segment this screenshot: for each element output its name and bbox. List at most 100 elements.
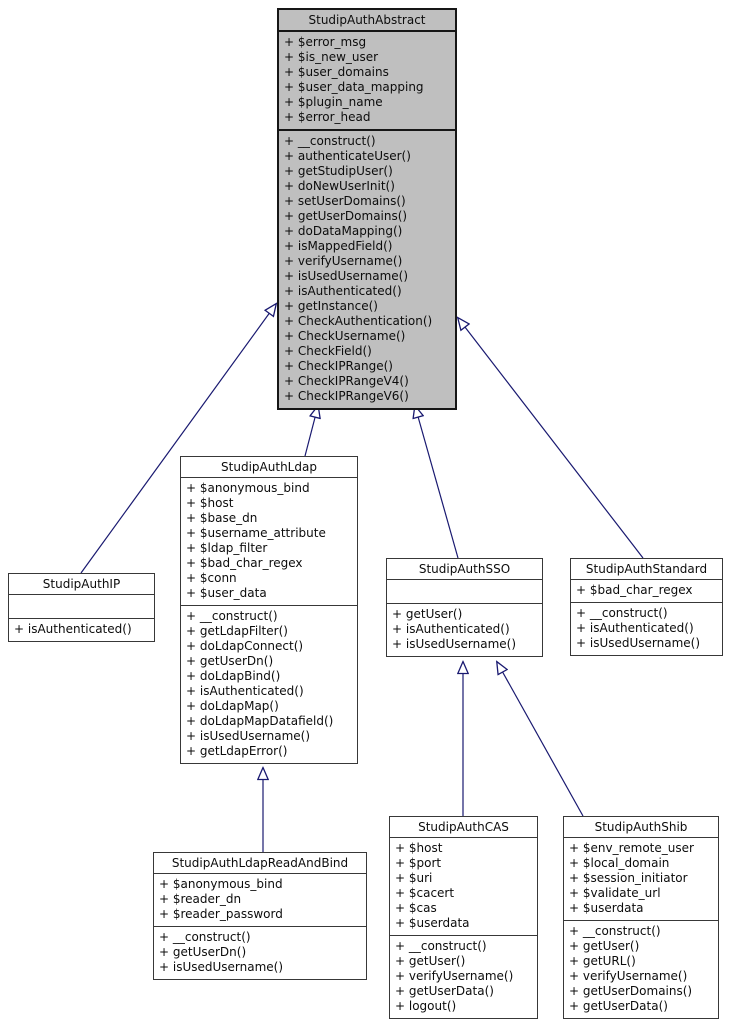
member-row: + $user_data: [186, 586, 267, 600]
member-row: + __construct(): [186, 609, 278, 623]
inheritance-arrow-shib-to-sso: [497, 662, 584, 817]
member-row: + getLdapError(): [186, 744, 288, 758]
member-row: + CheckIPRange(): [284, 359, 393, 373]
member-row: + isAuthenticated(): [284, 284, 402, 298]
member-row: + CheckIPRangeV6(): [284, 389, 409, 403]
member-row: + logout(): [395, 999, 457, 1013]
member-row: + __construct(): [569, 924, 661, 938]
member-row: + getInstance(): [284, 299, 378, 313]
class-box-studipauthabstract[interactable]: StudipAuthAbstract + $error_msg+ $is_new…: [277, 8, 457, 410]
attributes-section: + $error_msg+ $is_new_user+ $user_domain…: [279, 30, 455, 129]
member-row: + isUsedUsername(): [392, 637, 517, 651]
class-box-studipauthcas[interactable]: StudipAuthCAS + $host+ $port+ $uri+ $cac…: [389, 816, 538, 1019]
methods-section: + __construct()+ getUser()+ verifyUserna…: [390, 935, 537, 1018]
member-row: + doDataMapping(): [284, 224, 403, 238]
methods-section: + __construct()+ isAuthenticated()+ isUs…: [571, 602, 722, 655]
member-row: + getStudipUser(): [284, 164, 393, 178]
member-row: + CheckAuthentication(): [284, 314, 433, 328]
member-row: + $local_domain: [569, 856, 670, 870]
member-row: + $user_data_mapping: [284, 80, 424, 94]
class-title: StudipAuthLdapReadAndBind: [171, 856, 349, 870]
inheritance-arrow-standard-to-abstract: [458, 318, 644, 559]
member-row: + getUser(): [569, 939, 640, 953]
member-row: + doLdapBind(): [186, 669, 281, 683]
member-row: + CheckField(): [284, 344, 372, 358]
class-title: StudipAuthLdap: [221, 460, 317, 474]
class-box-studipauthstandard[interactable]: StudipAuthStandard + $bad_char_regex + _…: [570, 558, 723, 656]
class-box-studipauthip[interactable]: StudipAuthIP + isAuthenticated(): [8, 573, 155, 642]
class-title: StudipAuthStandard: [585, 562, 708, 576]
attributes-section: + $anonymous_bind+ $reader_dn+ $reader_p…: [154, 873, 366, 926]
member-row: + isAuthenticated(): [392, 622, 510, 636]
member-row: + $conn: [186, 571, 237, 585]
member-row: + __construct(): [159, 930, 251, 944]
member-row: + getUserDomains(): [284, 209, 408, 223]
class-box-studipauthsso[interactable]: StudipAuthSSO + getUser()+ isAuthenticat…: [386, 558, 543, 657]
member-row: + $anonymous_bind: [159, 877, 283, 891]
attributes-section: + $host+ $port+ $uri+ $cacert+ $cas+ $us…: [390, 837, 537, 935]
member-row: + getUserDn(): [159, 945, 247, 959]
class-box-studipauthldap[interactable]: StudipAuthLdap + $anonymous_bind+ $host+…: [180, 456, 358, 764]
member-row: + $base_dn: [186, 511, 258, 525]
member-row: + $bad_char_regex: [576, 583, 693, 597]
member-row: + isMappedField(): [284, 239, 393, 253]
methods-section: + __construct()+ authenticateUser()+ get…: [279, 129, 455, 408]
member-row: + __construct(): [395, 939, 487, 953]
member-row: + __construct(): [576, 606, 668, 620]
member-row: + getURL(): [569, 954, 636, 968]
member-row: + $host: [186, 496, 234, 510]
member-row: + $bad_char_regex: [186, 556, 303, 570]
member-row: + doLdapConnect(): [186, 639, 304, 653]
member-row: + $reader_dn: [159, 892, 242, 906]
attributes-section: + $anonymous_bind+ $host+ $base_dn+ $use…: [181, 477, 357, 605]
methods-section: + getUser()+ isAuthenticated()+ isUsedUs…: [387, 603, 542, 656]
member-row: + verifyUsername(): [569, 969, 688, 983]
member-row: + __construct(): [284, 134, 376, 148]
member-row: + $env_remote_user: [569, 841, 694, 855]
class-title: StudipAuthCAS: [418, 820, 509, 834]
member-row: + $cas: [395, 901, 437, 915]
member-row: + $error_head: [284, 110, 371, 124]
member-row: + isAuthenticated(): [14, 622, 132, 636]
member-row: + $plugin_name: [284, 95, 383, 109]
member-row: + $validate_url: [569, 886, 661, 900]
member-row: + $ldap_filter: [186, 541, 268, 555]
member-row: + getUserData(): [395, 984, 494, 998]
member-row: + verifyUsername(): [395, 969, 514, 983]
inheritance-arrow-ldap-to-abstract: [304, 406, 318, 457]
member-row: + getUser(): [392, 607, 463, 621]
member-row: + $anonymous_bind: [186, 481, 310, 495]
member-row: + $error_msg: [284, 35, 367, 49]
member-row: + setUserDomains(): [284, 194, 406, 208]
member-row: + getUser(): [395, 954, 466, 968]
member-row: + $reader_password: [159, 907, 283, 921]
member-row: + isAuthenticated(): [186, 684, 304, 698]
methods-section: + isAuthenticated(): [9, 618, 154, 641]
attributes-section: + $env_remote_user+ $local_domain+ $sess…: [564, 837, 718, 920]
member-row: + $username_attribute: [186, 526, 326, 540]
member-row: + authenticateUser(): [284, 149, 411, 163]
member-row: + $port: [395, 856, 442, 870]
member-row: + isUsedUsername(): [576, 636, 701, 650]
member-row: + isAuthenticated(): [576, 621, 694, 635]
member-row: + $userdata: [569, 901, 644, 915]
member-row: + verifyUsername(): [284, 254, 403, 268]
member-row: + isUsedUsername(): [159, 960, 284, 974]
member-row: + getUserData(): [569, 999, 668, 1013]
member-row: + isUsedUsername(): [186, 729, 311, 743]
class-title: StudipAuthAbstract: [308, 13, 426, 27]
member-row: + getLdapFilter(): [186, 624, 288, 638]
class-box-studipauthshib[interactable]: StudipAuthShib + $env_remote_user+ $loca…: [563, 816, 719, 1019]
class-title: StudipAuthIP: [42, 577, 121, 591]
member-row: + $is_new_user: [284, 50, 379, 64]
member-row: + $cacert: [395, 886, 455, 900]
methods-section: + __construct()+ getUserDn()+ isUsedUser…: [154, 926, 366, 979]
member-row: + $user_domains: [284, 65, 389, 79]
class-title: StudipAuthSSO: [418, 562, 511, 576]
class-box-studipauthldapreadandbind[interactable]: StudipAuthLdapReadAndBind + $anonymous_b…: [153, 852, 367, 980]
methods-section: + __construct()+ getLdapFilter()+ doLdap…: [181, 605, 357, 763]
member-row: + $userdata: [395, 916, 470, 930]
member-row: + doLdapMapDatafield(): [186, 714, 334, 728]
member-row: + CheckIPRangeV4(): [284, 374, 409, 388]
